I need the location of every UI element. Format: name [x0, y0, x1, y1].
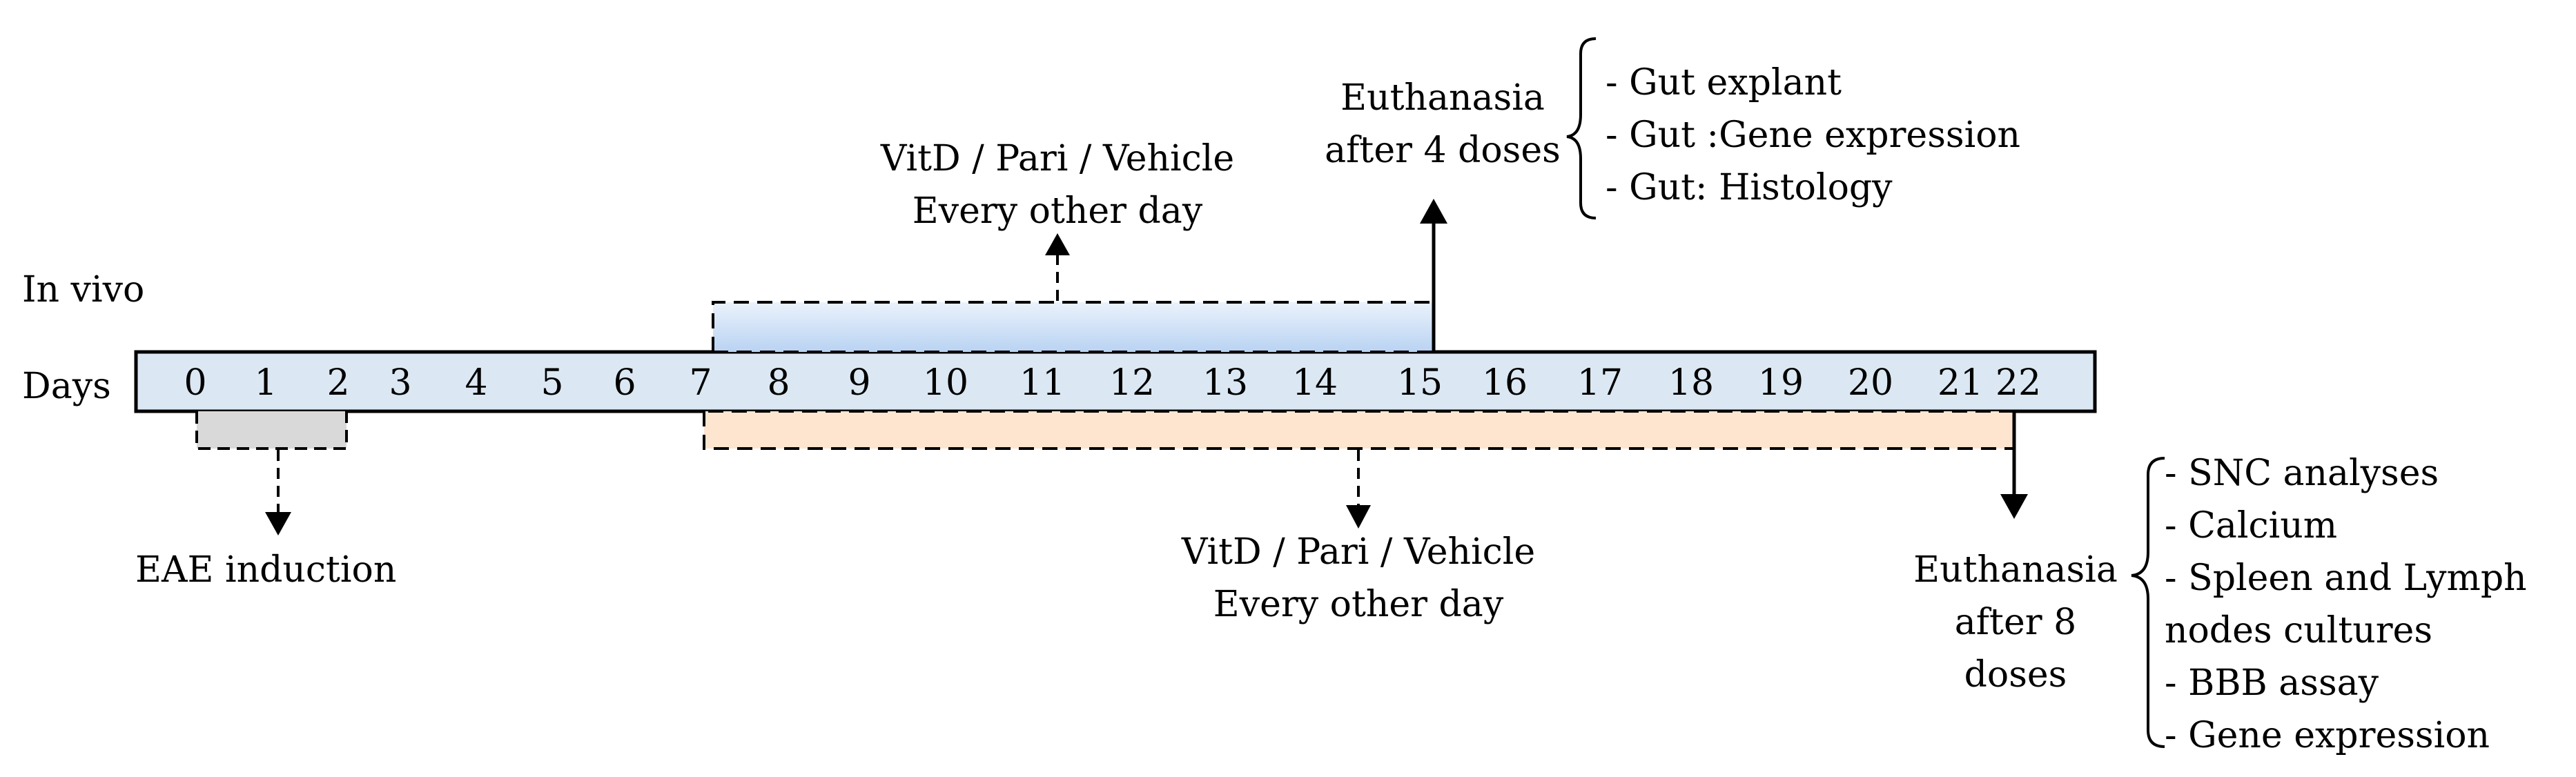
day-label-7: 7: [689, 362, 712, 404]
day-label-18: 18: [1668, 362, 1715, 404]
euthanasia-late-arrow-head: [2000, 494, 2028, 519]
analysis-item: - Gut explant: [1606, 62, 1842, 104]
euthanasia-early-label: Euthanasia after 4 doses: [1311, 72, 1574, 177]
day-label-14: 14: [1291, 362, 1338, 404]
day-label-2: 2: [326, 362, 350, 404]
brace-early: [1566, 37, 1597, 219]
euthanasia-early-arrow-head: [1420, 199, 1447, 224]
analysis-item: - SNC analyses: [2165, 453, 2439, 494]
eae-induction-band: [195, 411, 348, 450]
treatment-top-arrow-head: [1045, 233, 1070, 255]
analysis-item: - Gut: Histology: [1606, 167, 1893, 208]
euthanasia-early-line2: after 4 doses: [1325, 130, 1561, 171]
day-label-1: 1: [254, 362, 277, 404]
day-label-9: 9: [848, 362, 871, 404]
axis-label: Days: [22, 366, 111, 407]
treatment-band-bottom: [703, 410, 2016, 450]
treatment-top-line1: VitD / Pari / Vehicle: [880, 138, 1235, 179]
day-label-8: 8: [767, 362, 790, 404]
analysis-item: - Gene expression: [2165, 715, 2490, 756]
day-label-11: 11: [1019, 362, 1066, 404]
brace-late: [2131, 457, 2165, 748]
euthanasia-early-analyses: - Gut explant - Gut :Gene expression - G…: [1606, 57, 2020, 214]
day-label-22: 22: [1995, 362, 2042, 404]
day-label-17: 17: [1577, 362, 1623, 404]
euthanasia-early-line1: Euthanasia: [1340, 77, 1545, 119]
day-label-10: 10: [922, 362, 969, 404]
treatment-bottom-line1: VitD / Pari / Vehicle: [1181, 531, 1536, 573]
treatment-top-label: VitD / Pari / Vehicle Every other day: [850, 132, 1265, 237]
euthanasia-late-analyses: - SNC analyses - Calcium - Spleen and Ly…: [2165, 447, 2527, 762]
day-label-3: 3: [389, 362, 412, 404]
treatment-top-line2: Every other day: [912, 190, 1203, 232]
treatment-bottom-line2: Every other day: [1213, 584, 1504, 625]
analysis-item: - BBB assay: [2165, 662, 2379, 704]
eae-arrow-head: [265, 512, 291, 535]
day-label-12: 12: [1109, 362, 1155, 404]
analysis-item: - Spleen and Lymph: [2165, 558, 2527, 599]
day-label-4: 4: [465, 362, 488, 404]
day-label-6: 6: [613, 362, 636, 404]
euthanasia-late-line2: after 8: [1954, 602, 2077, 643]
euthanasia-late-label: Euthanasia after 8 doses: [1891, 544, 2140, 701]
day-label-21: 21: [1937, 362, 1984, 404]
analysis-item: - Gut :Gene expression: [1606, 115, 2020, 156]
treatment-band-top: [712, 301, 1435, 353]
timeline-bar: [134, 350, 2097, 413]
treatment-bottom-arrow-head: [1346, 505, 1371, 529]
day-label-0: 0: [184, 362, 207, 404]
analysis-item: nodes cultures: [2165, 610, 2433, 651]
euthanasia-late-line1: Euthanasia: [1913, 549, 2118, 591]
treatment-bottom-label: VitD / Pari / Vehicle Every other day: [1151, 526, 1565, 631]
day-label-20: 20: [1847, 362, 1894, 404]
analysis-item: - Calcium: [2165, 505, 2338, 547]
day-label-13: 13: [1202, 362, 1249, 404]
day-label-19: 19: [1757, 362, 1804, 404]
euthanasia-late-line3: doses: [1964, 654, 2067, 696]
section-label: In vivo: [22, 269, 145, 311]
eae-induction-label: EAE induction: [135, 549, 397, 591]
day-label-15: 15: [1396, 362, 1443, 404]
day-label-16: 16: [1481, 362, 1528, 404]
day-label-5: 5: [540, 362, 564, 404]
